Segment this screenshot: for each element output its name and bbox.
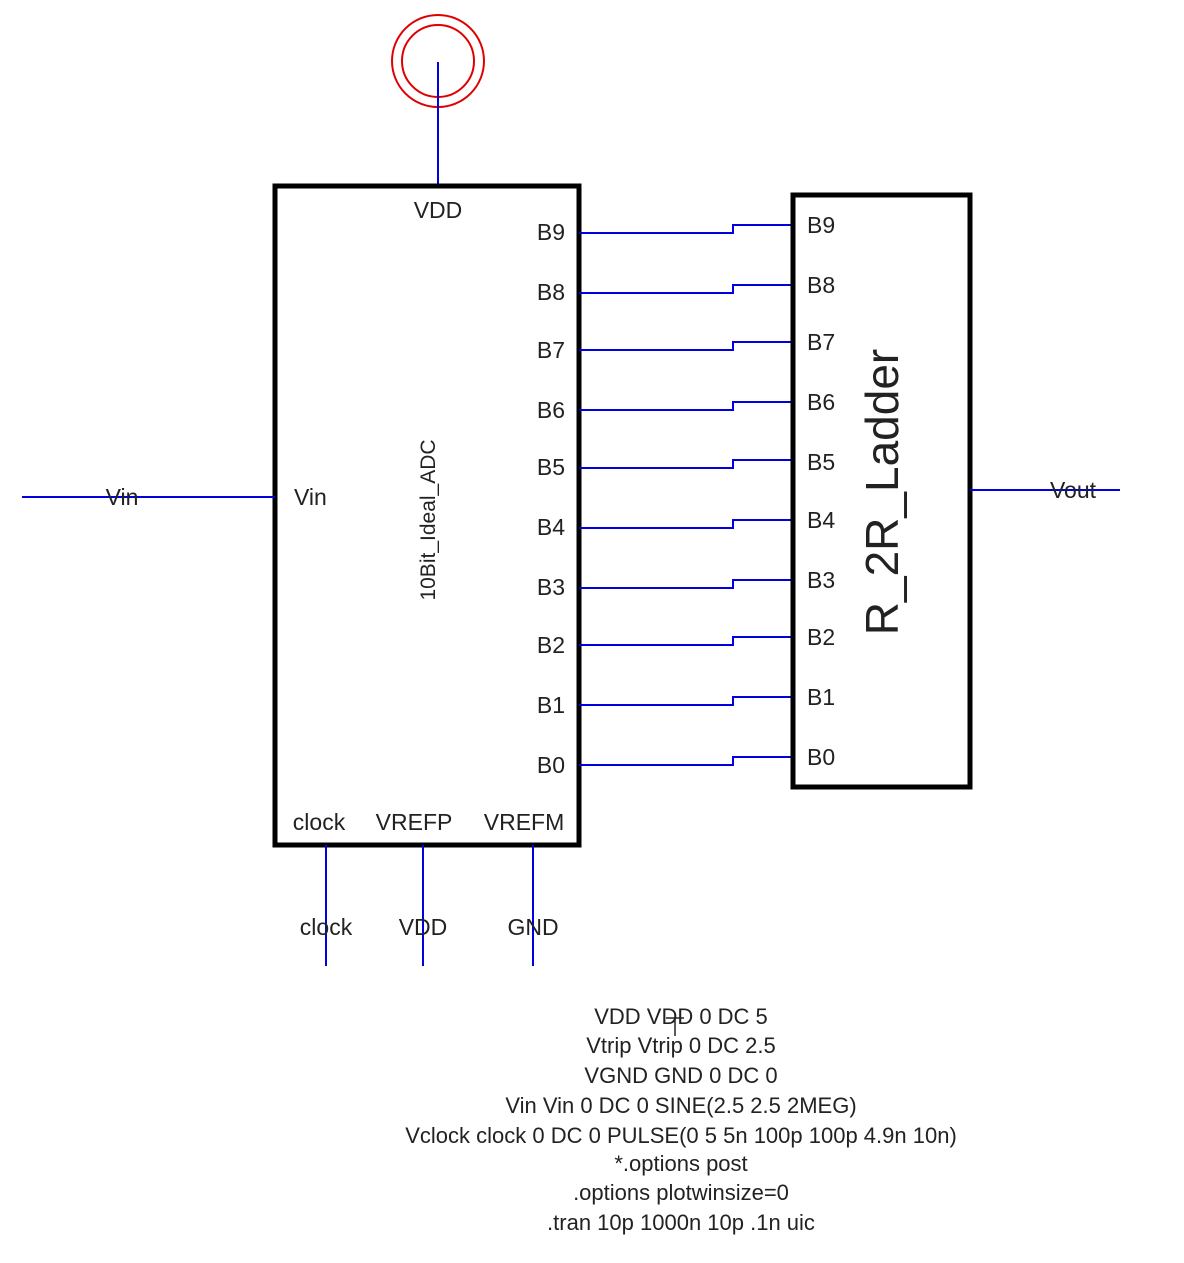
dac-pin-b8: B8 [807, 272, 835, 298]
adc-pin-vin: Vin [294, 484, 327, 510]
netlist-line: VGND GND 0 DC 0 [584, 1063, 777, 1088]
dac-name-label: R_2R_Ladder [856, 349, 908, 635]
adc-pin-b3: B3 [537, 574, 565, 600]
adc-pin-b5: B5 [537, 454, 565, 480]
dac-block[interactable] [790, 192, 973, 790]
dac-pin-b5: B5 [807, 449, 835, 475]
wire-b4[interactable] [579, 519, 793, 529]
adc-name-label: 10Bit_Ideal_ADC [417, 439, 440, 600]
adc-pin-b7: B7 [537, 337, 565, 363]
adc-pin-b4: B4 [537, 514, 565, 540]
dac-pin-b2: B2 [807, 624, 835, 650]
clock-net-label: clock [300, 914, 353, 940]
adc-block[interactable] [272, 183, 582, 848]
wire-b6[interactable] [579, 401, 793, 411]
spice-netlist: VDD VDD 0 DC 5 Vtrip Vtrip 0 DC 2.5 VGND… [405, 1004, 957, 1235]
wire-b9[interactable] [579, 224, 793, 234]
adc-pin-vrefm: VREFM [484, 809, 565, 835]
netlist-line: Vclock clock 0 DC 0 PULSE(0 5 5n 100p 10… [405, 1123, 957, 1148]
netlist-line: *.options post [614, 1151, 747, 1176]
netlist-line: Vin Vin 0 DC 0 SINE(2.5 2.5 2MEG) [505, 1093, 856, 1118]
wire-b3[interactable] [579, 579, 793, 589]
dac-pin-b3: B3 [807, 567, 835, 593]
wire-b5[interactable] [579, 459, 793, 469]
wire-b8[interactable] [579, 284, 793, 294]
dac-pin-b6: B6 [807, 389, 835, 415]
adc-pin-b6: B6 [537, 397, 565, 423]
wire-b7[interactable] [579, 341, 793, 351]
wire-b1[interactable] [579, 696, 793, 706]
netlist-line: .options plotwinsize=0 [573, 1180, 789, 1205]
dac-pin-b4: B4 [807, 507, 835, 533]
wire-b0[interactable] [579, 756, 793, 766]
netlist-line: VDD VDD 0 DC 5 [594, 1004, 768, 1029]
netlist-line: .tran 10p 1000n 10p .1n uic [547, 1210, 815, 1235]
vrefp-net-label: VDD [399, 914, 448, 940]
dac-pin-b1: B1 [807, 684, 835, 710]
adc-pin-vdd: VDD [414, 197, 463, 223]
adc-pin-b1: B1 [537, 692, 565, 718]
netlist-line: Vtrip Vtrip 0 DC 2.5 [586, 1033, 776, 1058]
adc-pin-b2: B2 [537, 632, 565, 658]
adc-pin-b8: B8 [537, 279, 565, 305]
dac-pin-b0: B0 [807, 744, 835, 770]
adc-pin-vrefp: VREFP [376, 809, 453, 835]
vrefm-net-label: GND [507, 914, 558, 940]
vout-net-label: Vout [1050, 477, 1097, 503]
wire-b2[interactable] [579, 636, 793, 646]
adc-pin-clock: clock [293, 809, 346, 835]
adc-pin-b9: B9 [537, 219, 565, 245]
dac-pin-b9: B9 [807, 212, 835, 238]
vin-net-label: Vin [106, 484, 139, 510]
adc-pin-b0: B0 [537, 752, 565, 778]
dac-pin-b7: B7 [807, 329, 835, 355]
